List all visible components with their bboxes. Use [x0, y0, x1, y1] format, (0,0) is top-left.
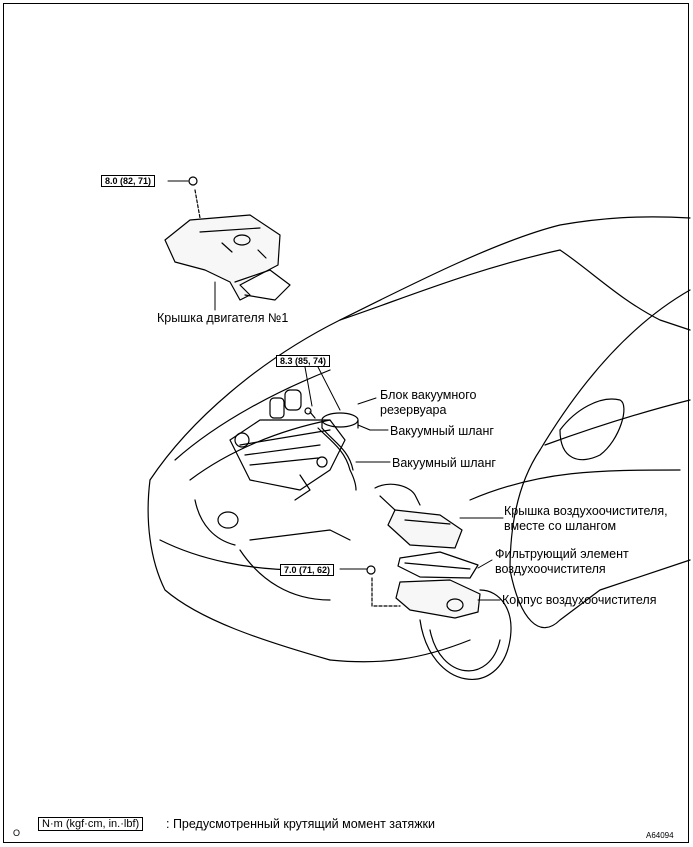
torque-spec-vacuum-tank: 8.3 (85, 74) — [276, 355, 331, 367]
footer-left-mark: O — [13, 828, 21, 838]
legend-unit-box: N·m (kgf·cm, in.·lbf) — [38, 817, 144, 831]
figure-frame — [3, 3, 689, 843]
label-vacuum-tank-line1: Блок вакуумного — [380, 388, 477, 402]
air-cleaner-case-drawing — [366, 565, 481, 619]
filter-element-drawing — [397, 551, 479, 579]
label-air-cleaner-cap-line1: Крышка воздухоочистителя, — [504, 504, 668, 518]
legend-description: : Предусмотренный крутящий момент затяжк… — [166, 817, 436, 831]
leader-lines — [167, 180, 504, 601]
air-cleaner-cap-drawing — [374, 483, 463, 549]
label-vacuum-hose-2: Вакуумный шланг — [392, 456, 496, 470]
label-vacuum-tank-line2: резервуара — [380, 403, 447, 417]
label-vacuum-hose-1: Вакуумный шланг — [390, 424, 494, 438]
car-body — [147, 216, 691, 680]
engine-cover-drawing — [164, 176, 291, 301]
label-engine-cover: Крышка двигателя №1 — [157, 311, 289, 325]
figure-code: A64094 — [646, 831, 674, 840]
label-filter-element-line2: воздухоочистителя — [495, 562, 606, 576]
engine-block-drawing — [229, 389, 346, 501]
label-air-cleaner-cap-line2: вместе со шлангом — [504, 519, 617, 533]
torque-spec-engine-cover: 8.0 (82, 71) — [101, 175, 156, 187]
vacuum-tank-drawing — [304, 407, 371, 491]
label-filter-element-line1: Фильтрующий элемент — [495, 547, 629, 561]
label-air-cleaner-case: Корпус воздухоочистителя — [502, 593, 657, 607]
torque-spec-air-cleaner: 7.0 (71, 62) — [280, 564, 335, 576]
